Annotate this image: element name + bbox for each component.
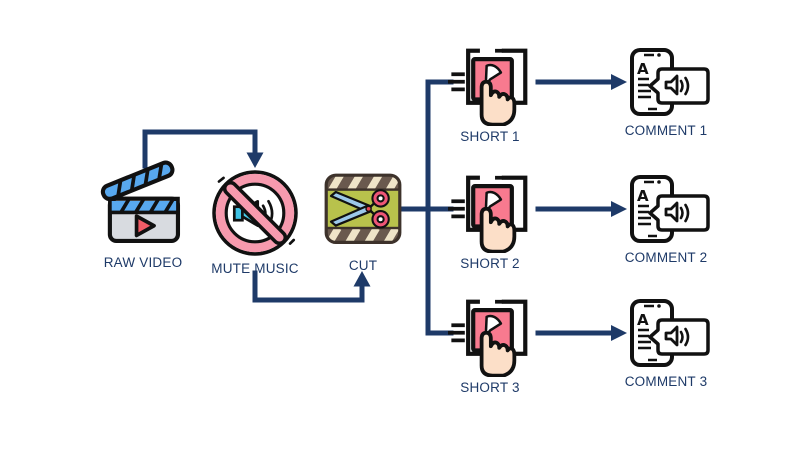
node-comment-2: COMMENT 2 bbox=[618, 174, 714, 265]
tap-video-icon bbox=[448, 295, 532, 377]
arrowhead-down bbox=[246, 152, 264, 168]
mute-music-label: MUTE MUSIC bbox=[211, 261, 299, 276]
arrowhead-up bbox=[353, 271, 371, 287]
node-raw-video: RAW VIDEO bbox=[95, 160, 191, 270]
comment-3-label: COMMENT 3 bbox=[624, 374, 708, 389]
node-cut: CUT bbox=[322, 172, 404, 273]
tap-video-icon bbox=[448, 44, 532, 126]
phone-audio-comment-icon bbox=[618, 174, 714, 244]
node-mute-music: MUTE MUSIC bbox=[210, 168, 300, 276]
node-comment-1: COMMENT 1 bbox=[618, 47, 714, 138]
node-short-3: SHORT 3 bbox=[447, 295, 533, 395]
short-2-label: SHORT 2 bbox=[460, 256, 520, 272]
raw-video-label: RAW VIDEO bbox=[103, 255, 183, 270]
phone-audio-comment-icon bbox=[618, 47, 714, 117]
branch-cut-to-shorts bbox=[397, 79, 454, 336]
short-3-label: SHORT 3 bbox=[460, 380, 520, 396]
node-comment-3: COMMENT 3 bbox=[618, 298, 714, 389]
clapperboard-icon bbox=[97, 160, 189, 252]
short-1-label: SHORT 1 bbox=[460, 129, 520, 145]
comment-2-label: COMMENT 2 bbox=[624, 250, 708, 265]
node-short-1: SHORT 1 bbox=[447, 44, 533, 144]
arrowhead-right-3 bbox=[611, 325, 627, 341]
comment-1-label: COMMENT 1 bbox=[624, 123, 708, 138]
cut-label: CUT bbox=[348, 257, 378, 273]
node-short-2: SHORT 2 bbox=[447, 171, 533, 271]
no-music-icon bbox=[210, 168, 300, 258]
tap-video-icon bbox=[448, 171, 532, 253]
phone-audio-comment-icon bbox=[618, 298, 714, 368]
arrow-mutemusic-to-cut bbox=[252, 270, 365, 303]
arrow-rawvideo-to-mutemusic bbox=[142, 129, 258, 169]
arrowhead-right-1 bbox=[611, 74, 627, 90]
arrowhead-right-2 bbox=[611, 201, 627, 217]
film-cut-icon bbox=[323, 172, 403, 246]
